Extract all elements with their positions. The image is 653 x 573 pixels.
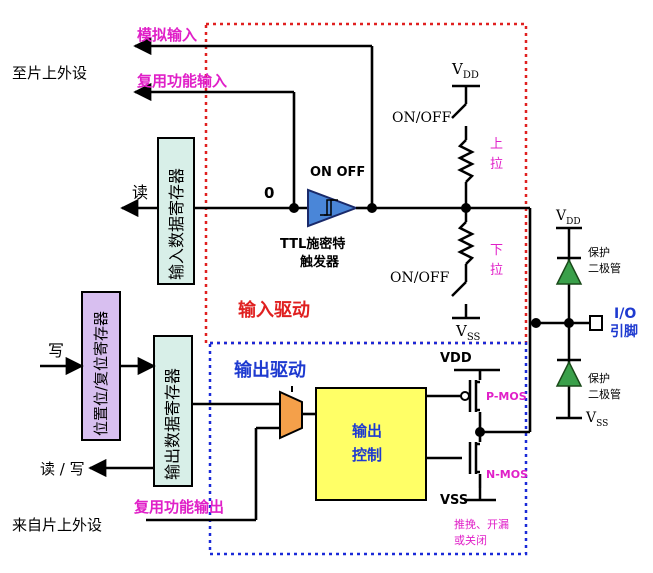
label-output-control-1: 输出 xyxy=(352,422,382,440)
label-from-peripheral: 来自片上外设 xyxy=(12,516,102,534)
label-push-pull-1: 推挽、开漏 xyxy=(454,517,509,531)
label-ttl-line2: 触发器 xyxy=(299,254,340,270)
label-vss-mid: VSS xyxy=(455,322,481,343)
label-protect-bot-2: 二极管 xyxy=(588,387,621,401)
label-nmos: N-MOS xyxy=(486,468,528,481)
label-vdd-right: VDD xyxy=(555,208,581,227)
label-io-2: 引脚 xyxy=(610,324,638,340)
label-read-write: 读 / 写 xyxy=(40,460,85,478)
label-read: 读 xyxy=(132,183,148,202)
label-output-control-2: 控制 xyxy=(352,446,382,464)
label-pull-up-1: 上 xyxy=(490,137,503,152)
junction-dot xyxy=(531,318,541,328)
label-ttl-line1: TTL施密特 xyxy=(280,236,345,252)
label-protect-top-1: 保护 xyxy=(588,245,610,259)
input-data-register-box xyxy=(157,137,195,285)
label-input-driver: 输入驱动 xyxy=(238,299,310,321)
protection-diodes xyxy=(555,226,603,420)
junction-dot xyxy=(475,427,485,437)
label-write: 写 xyxy=(48,341,64,360)
output-control-box xyxy=(315,387,427,501)
output-data-register-box xyxy=(153,335,193,487)
output-driver-region xyxy=(208,341,528,556)
label-bsrr-register: 位置位/复位寄存器 xyxy=(92,311,110,436)
label-analog-input: 模拟输入 xyxy=(137,26,197,44)
label-io-1: I/O xyxy=(614,306,636,322)
schmitt-trigger xyxy=(307,188,372,228)
label-alt-func-output: 复用功能输出 xyxy=(133,498,224,516)
pull-network xyxy=(451,84,480,320)
diode-top-icon xyxy=(555,258,583,285)
nmos-transistor xyxy=(464,442,496,502)
label-pull-down-2: 拉 xyxy=(490,263,503,278)
label-protect-top-2: 二极管 xyxy=(588,261,621,275)
junction-dot xyxy=(289,203,299,213)
io-pin-icon xyxy=(589,315,603,331)
label-to-peripheral: 至片上外设 xyxy=(12,64,87,82)
label-pull-down-1: 下 xyxy=(490,243,503,258)
label-vdd-out: VDD xyxy=(440,351,472,366)
label-input-data-register: 输入数据寄存器 xyxy=(167,168,186,280)
label-on-off-down: ON/OFF xyxy=(390,270,450,286)
input-wires xyxy=(120,36,590,432)
label-zero: 0 xyxy=(264,184,274,202)
label-vss-out: VSS xyxy=(440,493,468,508)
label-vdd-top: VDD xyxy=(451,60,479,81)
label-output-driver: 输出驱动 xyxy=(234,359,306,381)
label-push-pull-2: 或关闭 xyxy=(454,533,487,547)
label-protect-bot-1: 保护 xyxy=(588,371,610,385)
label-pull-up-2: 拉 xyxy=(490,157,503,172)
label-alt-func-input: 复用功能输入 xyxy=(136,72,227,90)
label-vss-right: VSS xyxy=(585,410,608,429)
label-output-data-register: 输出数据寄存器 xyxy=(163,368,182,480)
label-pmos: P-MOS xyxy=(486,390,527,403)
label-on-off-up: ON/OFF xyxy=(392,110,452,126)
output-mux xyxy=(279,390,303,440)
pmos-bubble-icon xyxy=(460,391,470,401)
label-on-off-schmitt: ON OFF xyxy=(310,165,365,180)
diode-bottom-icon xyxy=(555,360,583,387)
